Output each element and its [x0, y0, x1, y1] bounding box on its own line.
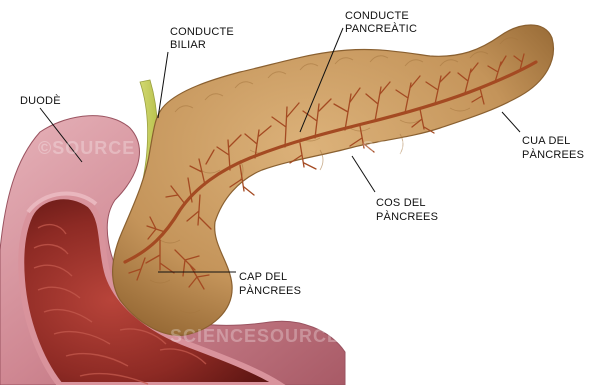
label-cua-2: PÀNCREES [522, 149, 584, 161]
label-conducte-biliar-2: BILIAR [170, 39, 206, 51]
watermark-c: SCIENCESOURCE [170, 326, 340, 347]
leader-cua [502, 112, 520, 132]
pancreas [113, 25, 554, 335]
label-cos-2: PÀNCREES [376, 211, 438, 223]
label-cap-1: CAP DEL [239, 271, 287, 283]
watermark-b: SCIENCE [362, 138, 449, 159]
label-duode: DUODÈ [20, 95, 61, 107]
watermark-d: SCIE [558, 326, 604, 347]
label-conducte-pancreatic-2: PANCREÀTIC [345, 23, 417, 35]
label-cap-2: PÀNCREES [239, 285, 301, 297]
leader-cos [352, 156, 375, 192]
label-conducte-biliar-1: CONDUCTE [170, 26, 234, 38]
watermark-a: ©SOURCE [38, 138, 135, 159]
label-cua-1: CUA DEL [522, 135, 570, 147]
label-cos-1: COS DEL [376, 197, 426, 209]
label-conducte-pancreatic-1: CONDUCTE [345, 10, 409, 22]
